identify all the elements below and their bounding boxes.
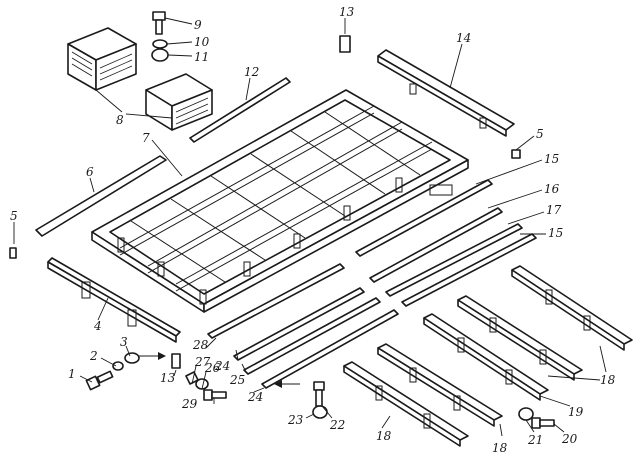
rail-6 — [35, 155, 167, 237]
callout-16-top: 16 — [544, 182, 560, 196]
arrow-lower-left — [138, 352, 166, 360]
crossmember-19 — [423, 313, 549, 401]
washer-2 — [112, 361, 124, 371]
callout-18-right: 18 — [600, 373, 616, 387]
nut-23 — [312, 405, 328, 419]
front-beam — [47, 257, 181, 343]
bolt-29 — [203, 389, 227, 401]
callout-28: 28 — [192, 338, 209, 352]
callout-29: 29 — [181, 397, 198, 411]
callout-5-right: 5 — [536, 127, 544, 141]
callout-1: 1 — [68, 367, 76, 381]
callout-5-left: 5 — [10, 209, 18, 223]
bolt-1 — [85, 370, 114, 391]
callout-14: 14 — [456, 31, 471, 45]
rail-12 — [189, 77, 291, 143]
callout-13-lower: 13 — [160, 371, 176, 385]
rail-15a — [355, 179, 493, 257]
callout-21: 21 — [527, 433, 543, 447]
rail-17 — [385, 223, 523, 297]
rail-15b — [401, 233, 537, 307]
washer-3 — [124, 352, 140, 364]
callout-15-lower: 15 — [548, 226, 563, 240]
bolt-top — [152, 11, 166, 35]
callout-labels: 9 10 11 13 14 12 8 7 5 15 6 16 17 15 5 4… — [10, 5, 616, 455]
callout-18-left: 18 — [376, 429, 392, 443]
callout-11: 11 — [194, 50, 209, 64]
bracket-top — [339, 35, 351, 53]
crossmember-18-right — [511, 265, 633, 351]
callout-3: 3 — [120, 335, 128, 349]
bracket-5-left — [9, 247, 17, 259]
rail-16a — [369, 207, 503, 283]
bolt-20 — [531, 417, 555, 429]
battery-box-left — [67, 27, 137, 91]
callout-27: 27 — [194, 355, 211, 369]
callout-7: 7 — [142, 131, 150, 145]
callout-4: 4 — [93, 319, 102, 333]
callout-24-upper: 24 — [214, 359, 230, 373]
callout-25: 25 — [229, 373, 245, 387]
callout-24-lower: 24 — [247, 390, 263, 404]
nut-21 — [518, 407, 534, 421]
callout-15-top: 15 — [544, 152, 559, 166]
crossbeam-top-right — [377, 49, 515, 137]
leader-lines — [13, 17, 607, 437]
battery-box-right — [145, 73, 213, 131]
rail-24a — [243, 297, 381, 375]
arrow-lower-mid — [274, 380, 300, 388]
callout-17: 17 — [546, 203, 562, 217]
callout-9: 9 — [194, 18, 202, 32]
callout-13-top: 13 — [339, 5, 355, 19]
crossmember-upper-mid — [457, 295, 583, 381]
main-frame — [91, 89, 469, 313]
callout-23: 23 — [287, 413, 304, 427]
rail-24b — [261, 309, 399, 389]
washer-top — [152, 39, 168, 49]
callout-19: 19 — [568, 405, 584, 419]
callout-10: 10 — [194, 35, 210, 49]
callout-22: 22 — [329, 418, 345, 432]
callout-18-bottom: 18 — [492, 441, 508, 455]
rail-28 — [207, 263, 345, 339]
bracket-5-right — [511, 149, 521, 159]
callout-2: 2 — [89, 349, 98, 363]
crossmember-18-left — [343, 361, 469, 447]
callout-26: 26 — [204, 361, 221, 375]
crossmember-18-mid — [377, 343, 503, 427]
rail-25 — [233, 287, 365, 361]
callout-12: 12 — [244, 65, 259, 79]
callout-6: 6 — [86, 165, 94, 179]
bolt-22 — [313, 381, 325, 407]
callout-8: 8 — [116, 113, 124, 127]
nut-top — [151, 48, 169, 62]
bracket-13-lower — [171, 353, 181, 369]
callout-20: 20 — [561, 432, 578, 446]
